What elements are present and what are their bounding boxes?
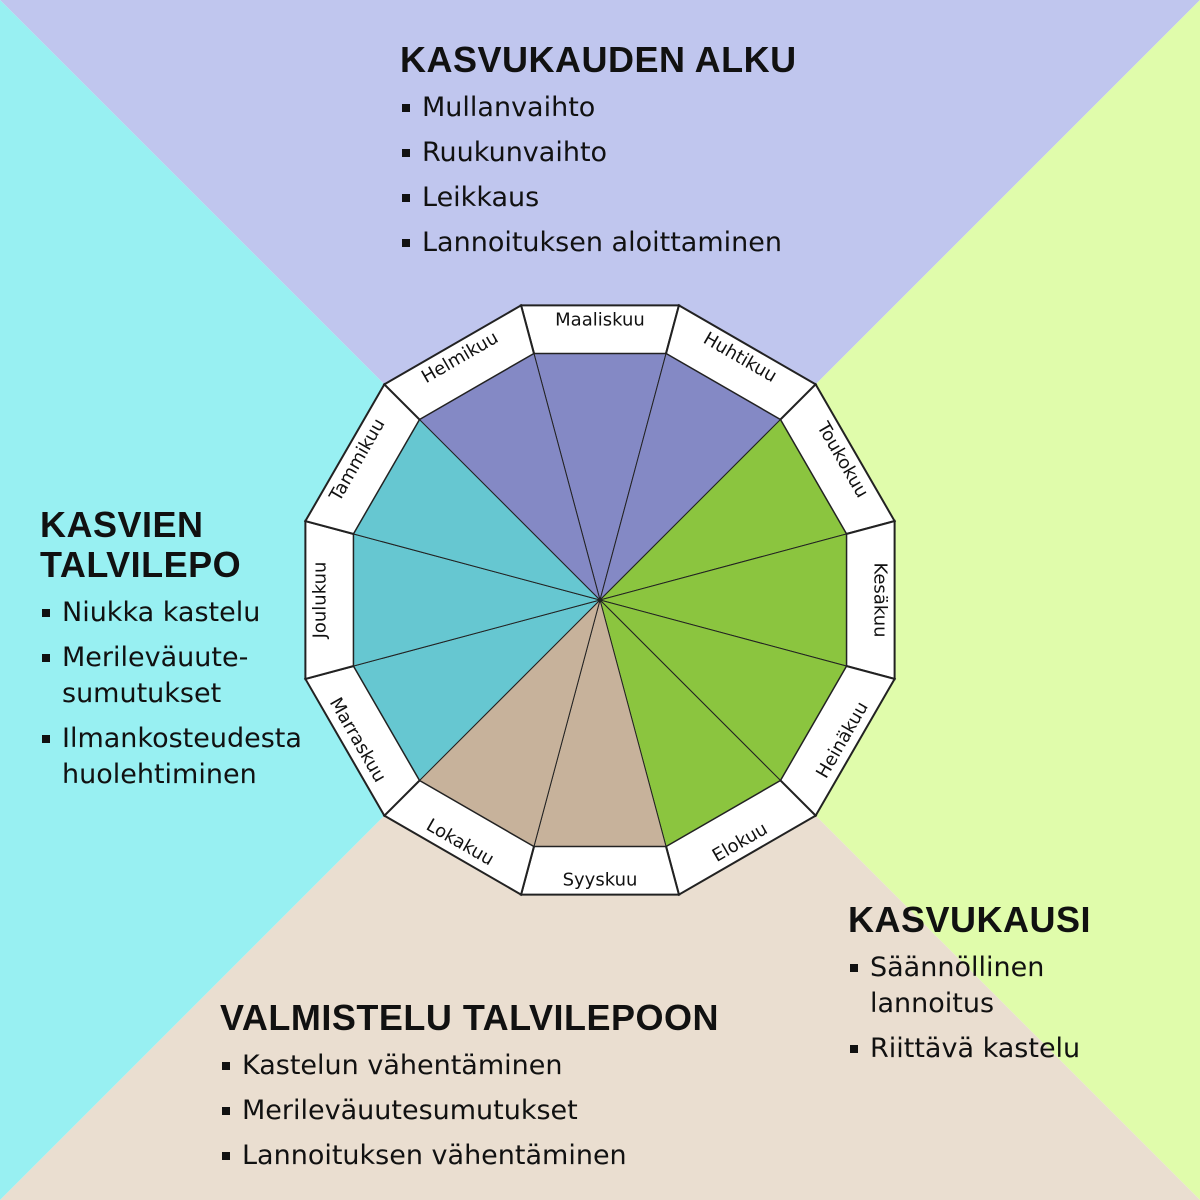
list-item-text: Riittävä kastelu bbox=[870, 1033, 1081, 1064]
list-item: Merileväuutesumutukset bbox=[220, 1093, 780, 1129]
growing-season-list: Säännöllinen lannoitus Riittävä kastelu bbox=[848, 950, 1168, 1067]
month-label: Maaliskuu bbox=[555, 310, 645, 331]
list-item: Riittävä kastelu bbox=[848, 1031, 1168, 1067]
left-quadrant bbox=[0, 0, 600, 1200]
winter-rest-title-line2: TALVILEPO bbox=[40, 544, 242, 585]
list-item: Kastelun vähentäminen bbox=[220, 1048, 780, 1084]
list-item-text: Niukka kastelu bbox=[62, 597, 261, 628]
list-item: Lannoituksen vähentäminen bbox=[220, 1138, 780, 1174]
list-item-text-continued: huolehtiminen bbox=[62, 759, 257, 790]
winter-prep-title: VALMISTELU TALVILEPOON bbox=[220, 997, 719, 1038]
list-item: Säännöllinen lannoitus bbox=[848, 950, 1168, 1022]
list-item: Ilmankosteudesta huolehtiminen bbox=[40, 721, 340, 793]
growing-start-title: KASVUKAUDEN ALKU bbox=[400, 39, 797, 80]
growing-season-title: KASVUKAUSI bbox=[848, 899, 1092, 940]
winter-rest-title-line1: KASVIEN bbox=[40, 504, 204, 545]
list-item-text: Säännöllinen bbox=[870, 952, 1045, 983]
bottom-quadrant bbox=[0, 600, 1200, 1200]
list-item-text: Ilmankosteudesta bbox=[62, 723, 302, 754]
list-item: Mullanvaihto bbox=[400, 90, 860, 126]
month-label: Joulukuu bbox=[310, 562, 331, 640]
list-item: Niukka kastelu bbox=[40, 595, 340, 631]
list-item-text-continued: sumutukset bbox=[62, 678, 222, 709]
list-item: Merileväuute-sumutukset bbox=[40, 640, 340, 712]
winter-rest-list: Niukka kastelu Merileväuute-sumutukset I… bbox=[40, 595, 340, 793]
winter-prep-section: VALMISTELU TALVILEPOON Kastelun vähentäm… bbox=[220, 998, 780, 1183]
list-item-text-continued: lannoitus bbox=[870, 988, 995, 1019]
winter-prep-list: Kastelun vähentäminen Merileväuutesumutu… bbox=[220, 1048, 780, 1174]
list-item: Lannoituksen aloittaminen bbox=[400, 225, 860, 261]
growing-season-section: KASVUKAUSI Säännöllinen lannoitus Riittäv… bbox=[848, 900, 1168, 1076]
month-label: Syyskuu bbox=[563, 870, 638, 891]
list-item: Leikkaus bbox=[400, 180, 860, 216]
list-item-text: Merileväuute- bbox=[62, 642, 249, 673]
top-quadrant bbox=[0, 0, 1200, 600]
winter-rest-title: KASVIEN TALVILEPO bbox=[40, 505, 340, 585]
list-item: Ruukunvaihto bbox=[400, 135, 860, 171]
growing-start-section: KASVUKAUDEN ALKU Mullanvaihto Ruukunvaih… bbox=[400, 40, 860, 270]
month-label: Kesäkuu bbox=[870, 562, 891, 637]
month-sector bbox=[418, 352, 601, 602]
growing-start-list: Mullanvaihto Ruukunvaihto Leikkaus Lanno… bbox=[400, 90, 860, 261]
right-quadrant bbox=[600, 0, 1200, 1200]
winter-rest-section: KASVIEN TALVILEPO Niukka kastelu Merilev… bbox=[40, 505, 340, 802]
